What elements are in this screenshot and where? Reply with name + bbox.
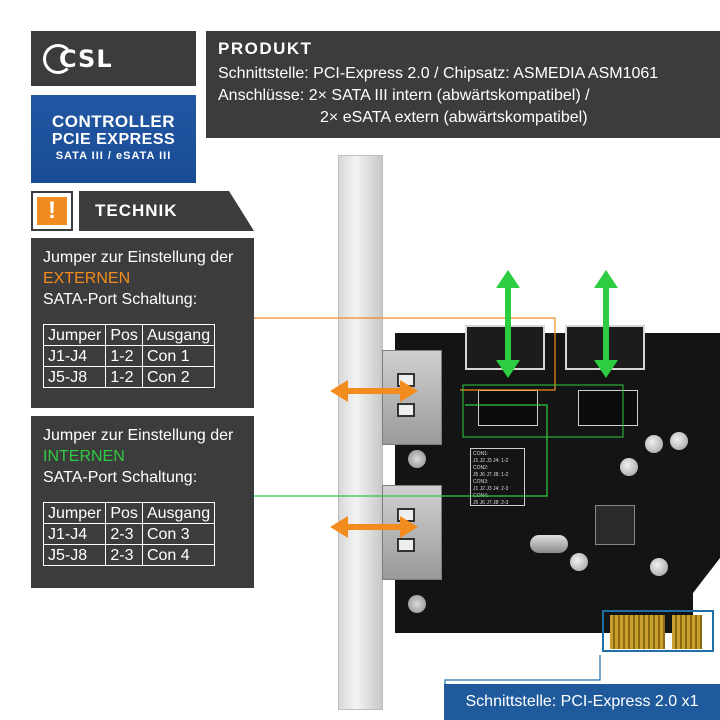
pcie-gold-contacts bbox=[672, 615, 702, 649]
capacitor-icon bbox=[670, 432, 688, 450]
table-cell: 2-3 bbox=[105, 523, 143, 545]
port-hole-icon bbox=[397, 538, 415, 552]
extern-text-after: SATA-Port Schaltung: bbox=[43, 291, 198, 308]
table-header: Pos bbox=[105, 502, 143, 524]
table-row: J5-J8 1-2 Con 2 bbox=[42, 366, 216, 388]
table-header: Pos bbox=[105, 324, 143, 346]
intern-text-after: SATA-Port Schaltung: bbox=[43, 469, 198, 486]
table-cell: 2-3 bbox=[105, 544, 143, 566]
intern-jumper-table: Jumper Pos Ausgang J1-J4 2-3 Con 3 J5-J8… bbox=[42, 502, 216, 566]
pcb-legend-line: J1 J2 J3 J4: 2-3 bbox=[473, 486, 509, 492]
product-info-panel: PRODUKT Schnittstelle: PCI-Express 2.0 /… bbox=[206, 31, 720, 138]
table-cell: J1-J4 bbox=[42, 523, 107, 545]
pcb-legend-line: J5 J6 J7 J8: 2-3 bbox=[473, 500, 509, 506]
pcb-legend-line: J1 J2 J3 J4: 1-2 bbox=[473, 458, 509, 464]
product-title: PRODUKT bbox=[218, 39, 313, 58]
table-header: Ausgang bbox=[141, 502, 216, 524]
table-header: Jumper bbox=[42, 324, 107, 346]
table-header-row: Jumper Pos Ausgang bbox=[42, 502, 216, 524]
table-cell: 1-2 bbox=[105, 366, 143, 388]
screw-icon bbox=[408, 450, 426, 468]
extern-highlight: EXTERNEN bbox=[43, 270, 131, 287]
pcb-legend-line: CON1: bbox=[473, 451, 489, 457]
intern-jumper-panel: Jumper zur Einstellung der INTERNEN SATA… bbox=[31, 416, 254, 588]
extern-jumper-table: Jumper Pos Ausgang J1-J4 1-2 Con 1 J5-J8… bbox=[42, 324, 216, 388]
table-header: Ausgang bbox=[141, 324, 216, 346]
controller-subtitle: PCIE EXPRESS bbox=[51, 131, 176, 148]
capacitor-icon bbox=[650, 558, 668, 576]
technik-heading: TECHNIK bbox=[79, 191, 254, 231]
intern-text-before: Jumper zur Einstellung der bbox=[43, 427, 234, 444]
logo-ring-icon bbox=[43, 43, 73, 74]
pcb-board bbox=[395, 333, 720, 633]
pcb-legend-line: CON3: bbox=[473, 479, 489, 485]
table-row: J1-J4 2-3 Con 3 bbox=[42, 523, 216, 545]
capacitor-icon bbox=[645, 435, 663, 453]
table-cell: Con 1 bbox=[141, 345, 216, 367]
warning-symbol: ! bbox=[35, 195, 69, 227]
intern-description: Jumper zur Einstellung der INTERNEN SATA… bbox=[43, 425, 242, 488]
pcie-connector-highlight bbox=[602, 610, 714, 652]
table-cell: J1-J4 bbox=[42, 345, 107, 367]
intern-highlight: INTERNEN bbox=[43, 448, 125, 465]
table-header: Jumper bbox=[42, 502, 107, 524]
sata-header-con4 bbox=[465, 325, 545, 370]
controller-spec: SATA III / eSATA III bbox=[55, 150, 172, 162]
pcb-legend-line: CON4: bbox=[473, 493, 489, 499]
table-row: J1-J4 1-2 Con 1 bbox=[42, 345, 216, 367]
table-cell: Con 2 bbox=[141, 366, 216, 388]
table-row: J5-J8 2-3 Con 4 bbox=[42, 544, 216, 566]
controller-chip bbox=[595, 505, 635, 545]
table-cell: J5-J8 bbox=[42, 366, 107, 388]
brand-logo: CSL bbox=[31, 31, 196, 86]
port-hole-icon bbox=[397, 373, 415, 387]
table-cell: 1-2 bbox=[105, 345, 143, 367]
product-interface-line: Schnittstelle: PCI-Express 2.0 / Chipsat… bbox=[218, 65, 659, 82]
extern-text-before: Jumper zur Einstellung der bbox=[43, 249, 234, 266]
capacitor-icon bbox=[620, 458, 638, 476]
controller-badge: CONTROLLER PCIE EXPRESS SATA III / eSATA… bbox=[31, 95, 196, 183]
controller-title: CONTROLLER bbox=[51, 112, 176, 131]
jumper-block-left bbox=[478, 390, 538, 426]
esata-port-1 bbox=[382, 350, 442, 445]
jumper-block-right bbox=[578, 390, 638, 426]
pcb-legend-line: CON2: bbox=[473, 465, 489, 471]
pcie-gold-contacts bbox=[610, 615, 665, 649]
product-ports-line: Anschlüsse: 2× SATA III intern (abwärtsk… bbox=[218, 87, 590, 104]
extern-description: Jumper zur Einstellung der EXTERNEN SATA… bbox=[43, 247, 242, 310]
pcb-legend: CON1: J1 J2 J3 J4: 1-2 CON2: J5 J6 J7 J8… bbox=[470, 448, 525, 506]
port-hole-icon bbox=[397, 508, 415, 522]
port-hole-icon bbox=[397, 403, 415, 417]
mounting-bracket bbox=[338, 155, 383, 710]
extern-jumper-panel: Jumper zur Einstellung der EXTERNEN SATA… bbox=[31, 238, 254, 408]
capacitor-icon bbox=[570, 553, 588, 571]
warning-icon: ! bbox=[31, 191, 73, 231]
esata-port-2 bbox=[382, 485, 442, 580]
table-cell: Con 4 bbox=[141, 544, 216, 566]
crystal-oscillator bbox=[530, 535, 568, 553]
sata-header-con3 bbox=[565, 325, 645, 370]
table-header-row: Jumper Pos Ausgang bbox=[42, 324, 216, 346]
product-ports-line-2: 2× eSATA extern (abwärtskompatibel) bbox=[320, 109, 588, 126]
table-cell: J5-J8 bbox=[42, 544, 107, 566]
pcie-card-illustration: CON1: J1 J2 J3 J4: 1-2 CON2: J5 J6 J7 J8… bbox=[300, 150, 720, 710]
pcb-legend-line: J5 J6 J7 J8: 1-2 bbox=[473, 472, 509, 478]
screw-icon bbox=[408, 595, 426, 613]
table-cell: Con 3 bbox=[141, 523, 216, 545]
pcie-interface-badge: Schnittstelle: PCI-Express 2.0 x1 bbox=[444, 684, 720, 720]
